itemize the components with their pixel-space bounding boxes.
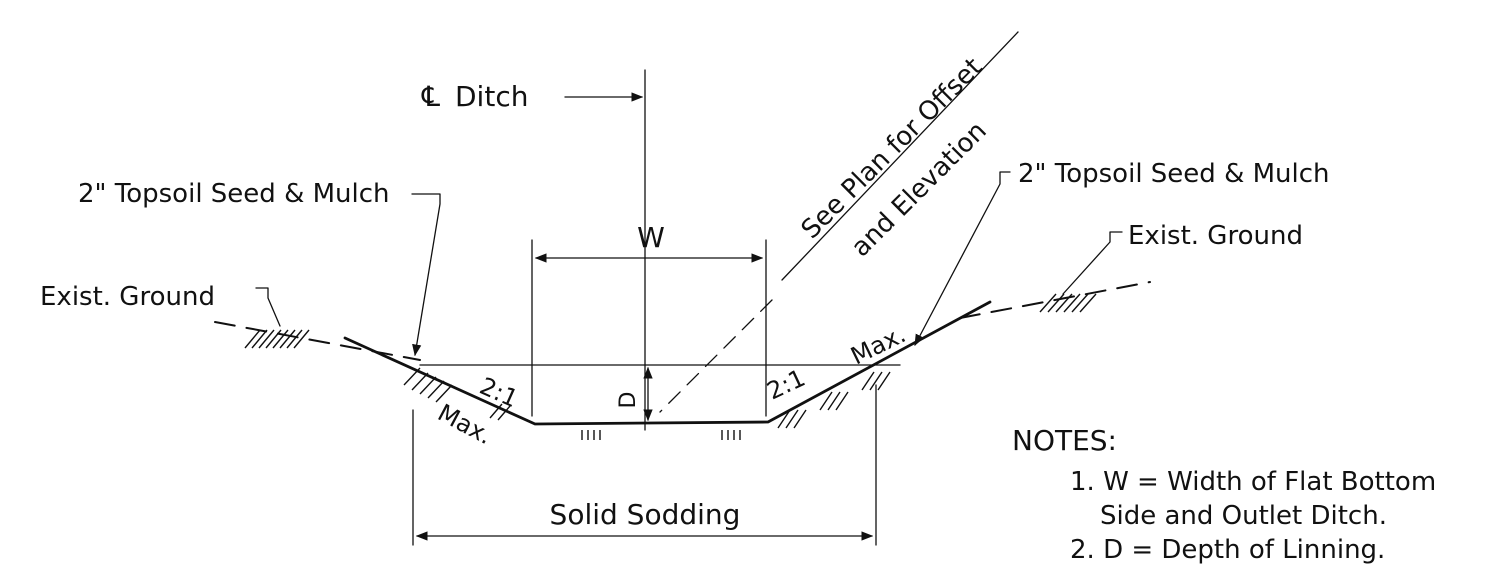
centerline-symbol: ℄ <box>421 80 440 113</box>
width-dimension <box>531 239 767 417</box>
notes-block: NOTES: 1. W = Width of Flat Bottom Side … <box>1012 424 1436 565</box>
width-label: W <box>637 221 665 254</box>
note-2: 2. D = Depth of Linning. <box>1070 535 1385 565</box>
ditch-profile <box>343 300 992 426</box>
existing-ground-line <box>214 281 1151 361</box>
ground-left-leader <box>255 287 281 327</box>
notes-heading: NOTES: <box>1012 424 1117 457</box>
sodding-dimension <box>412 384 877 546</box>
sodding-label: Solid Sodding <box>550 498 741 531</box>
ground-hatching <box>244 293 1097 440</box>
topsoil-right-leader <box>914 171 1011 347</box>
ground-left-label: Exist. Ground <box>40 282 215 312</box>
slope-right-label: 2:1 <box>763 364 810 406</box>
note-1-line2: Side and Outlet Ditch. <box>1100 501 1387 531</box>
topsoil-right-label: 2" Topsoil Seed & Mulch <box>1018 159 1330 189</box>
depth-label: D <box>616 392 641 409</box>
centerline-text: Ditch <box>455 80 528 113</box>
topsoil-left-label: 2" Topsoil Seed & Mulch <box>78 179 390 209</box>
ground-right-leader <box>1062 231 1123 295</box>
topsoil-left-leader <box>411 193 441 357</box>
ground-right-label: Exist. Ground <box>1128 221 1303 251</box>
note-1-line1: 1. W = Width of Flat Bottom <box>1070 467 1436 497</box>
centerline-label: ℄ Ditch <box>421 80 528 113</box>
offset-note: See Plan for Offset and Elevation <box>659 31 1019 413</box>
max-left-label: Max. <box>433 399 497 451</box>
